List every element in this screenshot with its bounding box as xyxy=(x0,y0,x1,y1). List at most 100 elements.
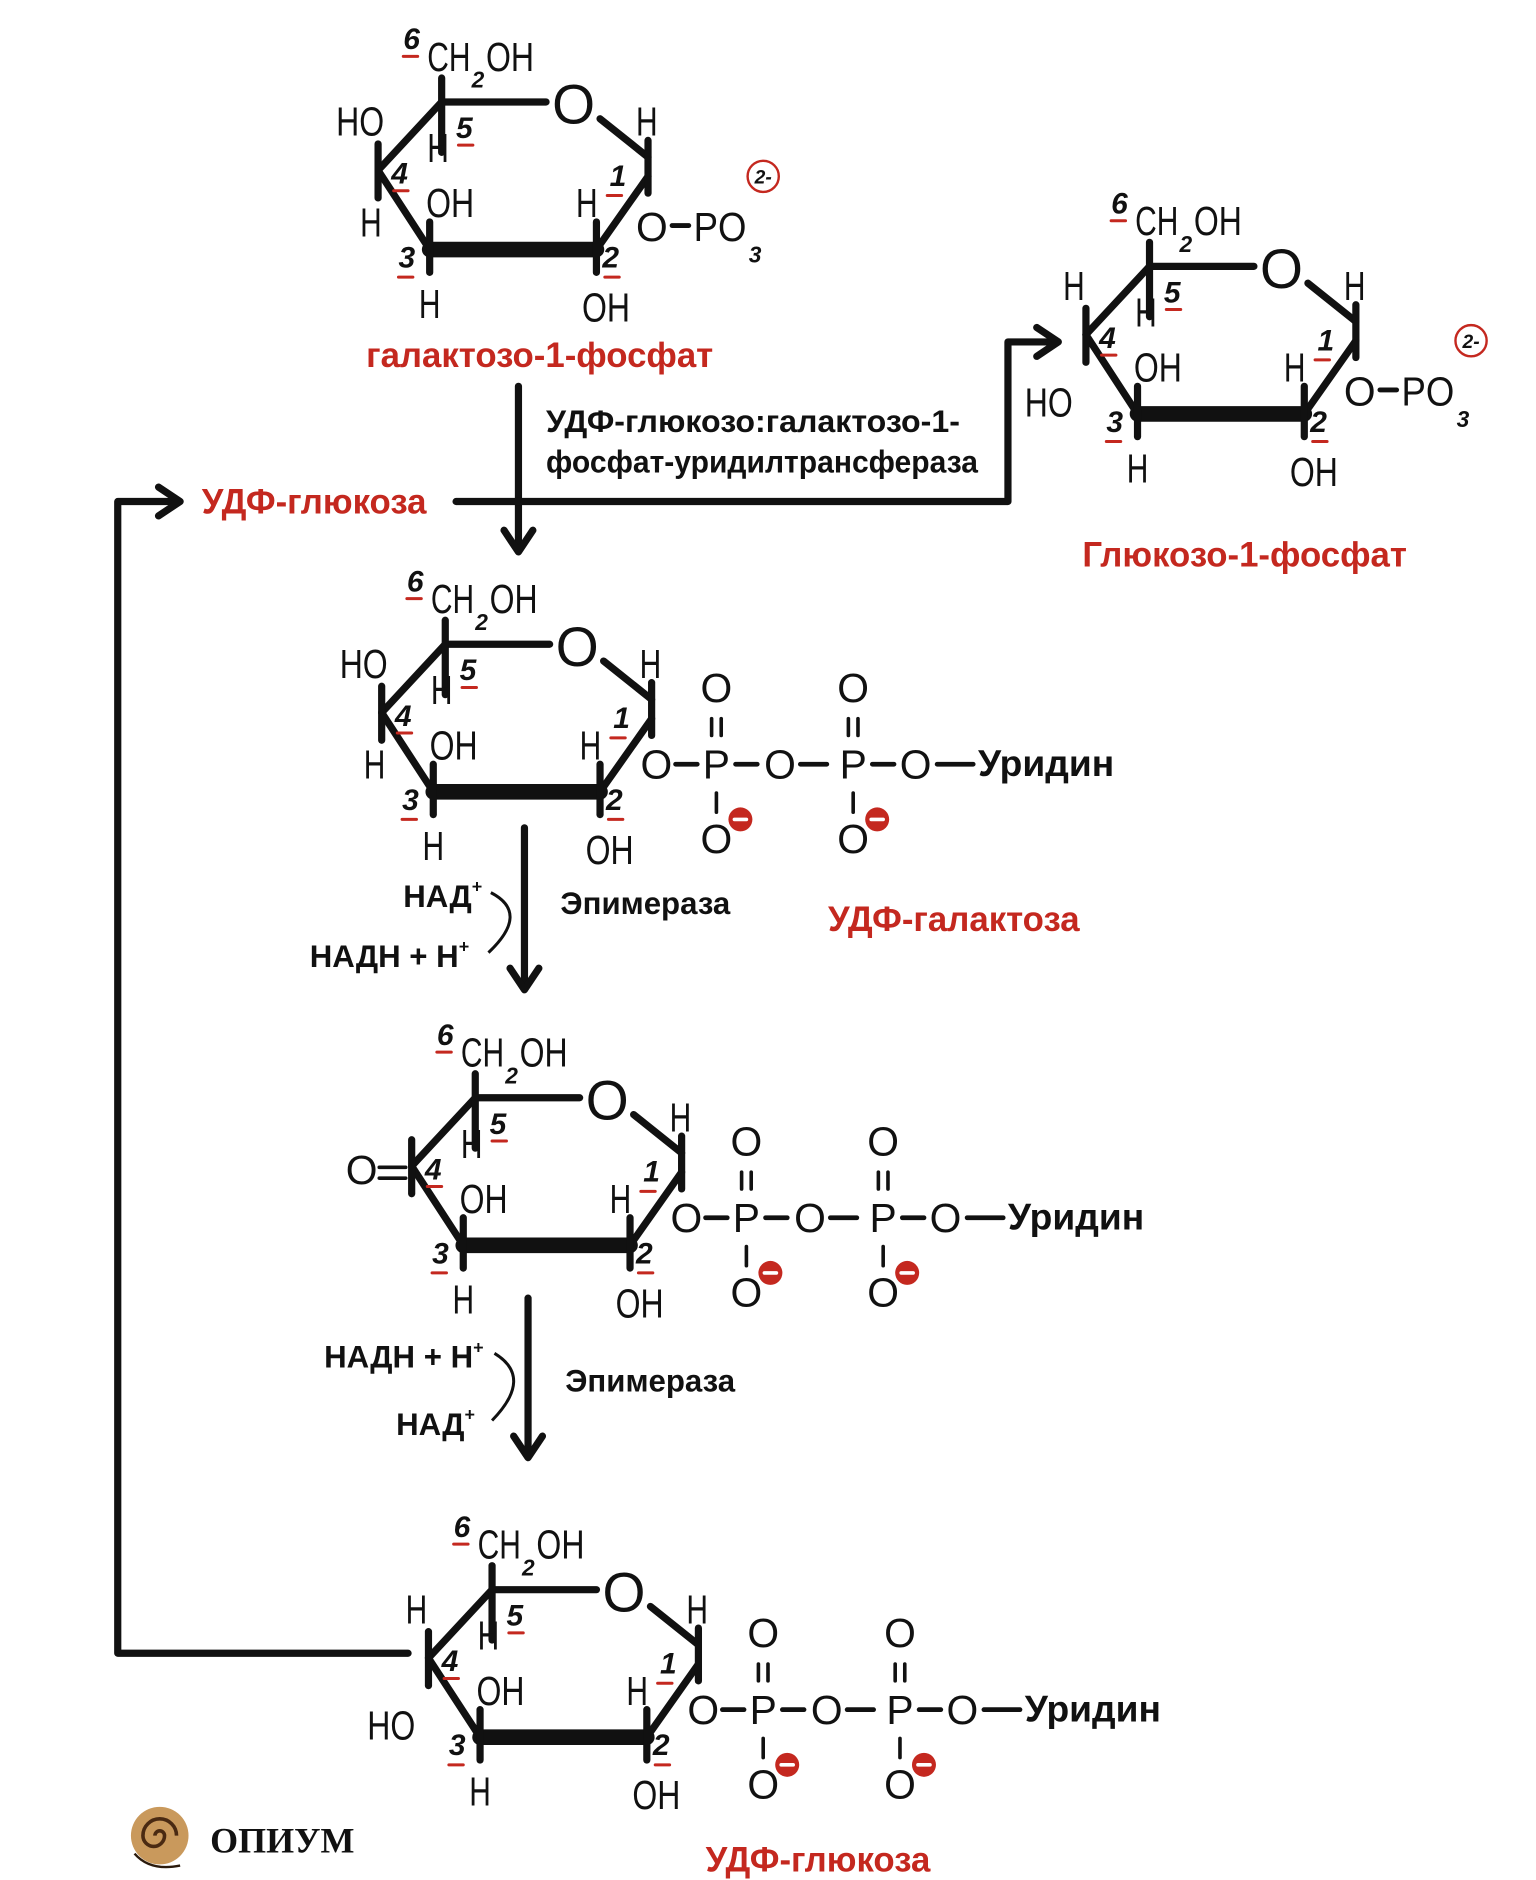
ring-oxygen: O xyxy=(1260,238,1303,300)
udp-oxygen-2: O xyxy=(794,1195,826,1241)
ring-oxygen: O xyxy=(552,74,595,136)
bond-c4-c5 xyxy=(424,1586,496,1662)
c2-hydrogen: H xyxy=(576,180,598,226)
carbon-number-5: 5 xyxy=(506,1600,524,1633)
cofactor-curved-arrow xyxy=(487,891,512,954)
carbon-number-4: 4 xyxy=(441,1645,459,1678)
carbon-number-4: 4 xyxy=(1098,322,1116,355)
udp-oxygen-1: O xyxy=(687,1687,719,1733)
c3-hydroxyl: OH xyxy=(476,1668,524,1714)
carbon-number-1: 1 xyxy=(1317,324,1334,357)
arrow-head-icon xyxy=(154,483,184,520)
bond-c4-c5 xyxy=(374,98,446,174)
carbon-number-6: 6 xyxy=(437,1019,454,1052)
phosphate-oxygen: O xyxy=(1344,369,1376,415)
carbon-number-3: 3 xyxy=(432,1237,449,1270)
udp-oxygen-3: O xyxy=(930,1195,962,1241)
c2-hydroxyl: OH xyxy=(616,1280,664,1326)
bond-c4-c5 xyxy=(378,640,449,717)
carbon-number-3: 3 xyxy=(1106,406,1123,439)
uridine-label: Уридин xyxy=(1008,1196,1144,1238)
opium-logo: ОПИУМ xyxy=(130,1806,354,1869)
carbon-number-3: 3 xyxy=(449,1729,466,1762)
c3-hydrogen: H xyxy=(1127,445,1149,491)
phosphoryl-oxygen-1: O xyxy=(701,665,733,711)
transferase-enzyme-line-2: фосфат-уридилтрансфераза xyxy=(546,445,979,480)
ch2oh-oh: OH xyxy=(536,1521,584,1567)
bond-c1-c2 xyxy=(1300,337,1360,418)
udp-glucose-input-label: УДФ-глюкоза xyxy=(202,483,427,521)
udp-oxygen-2: O xyxy=(811,1687,843,1733)
carbon-number-1: 1 xyxy=(660,1648,677,1681)
c1-hydrogen: H xyxy=(670,1094,692,1140)
carbon-number-5: 5 xyxy=(456,112,474,145)
charge-circle-icon xyxy=(746,159,780,194)
c4-up-substituent: HO xyxy=(336,99,384,145)
phosphoryl-oxygen-2: O xyxy=(884,1610,916,1656)
phosphate-oxygen-anion-1: O xyxy=(731,1270,763,1316)
c1-hydrogen: H xyxy=(686,1586,708,1632)
udp-oxygen-1: O xyxy=(671,1195,703,1241)
carbon-number-2: 2 xyxy=(635,1237,653,1270)
c5-hydrogen: H xyxy=(1135,289,1157,335)
phosphorus-2: P xyxy=(870,1195,897,1241)
bond-c1-c2 xyxy=(596,715,656,796)
glucose-1-phosphate-label: Глюкозо-1-фосфат xyxy=(1082,536,1407,574)
bond-o-c1 xyxy=(1304,279,1360,326)
c4-up-substituent: HO xyxy=(340,641,388,687)
c4-keto-oxygen: O xyxy=(346,1147,378,1193)
c3-hydrogen: H xyxy=(419,281,441,327)
c2-hydroxyl: OH xyxy=(586,827,634,873)
charge-circle-icon xyxy=(1454,323,1488,358)
carbon-number-4: 4 xyxy=(424,1153,442,1186)
bond-c3-c4 xyxy=(378,709,437,796)
c3-hydroxyl: OH xyxy=(430,722,478,768)
phosphate-oxygen-anion-1: O xyxy=(747,1761,779,1807)
ch2oh-subscript: 2 xyxy=(474,609,488,635)
carbon-number-5: 5 xyxy=(1164,276,1182,309)
phosphorus-2: P xyxy=(840,742,867,788)
phosphoryl-oxygen-1: O xyxy=(747,1610,779,1656)
logo-text: ОПИУМ xyxy=(210,1820,354,1860)
c2-hydroxyl: OH xyxy=(1290,449,1338,495)
c3-hydroxyl: OH xyxy=(1134,345,1182,391)
ch2oh-ch: CH xyxy=(478,1521,521,1567)
phosphate-subscript: 3 xyxy=(749,242,762,268)
ch2oh-subscript: 2 xyxy=(1179,231,1193,257)
logo-swirl-icon xyxy=(141,1817,179,1849)
bond-c1-c2 xyxy=(592,172,652,254)
c2-hydrogen: H xyxy=(626,1668,648,1714)
phosphate-charge: 2- xyxy=(754,168,772,189)
carbon-number-6: 6 xyxy=(407,565,424,598)
c3-hydroxyl: OH xyxy=(426,180,474,226)
c4-down-substituent: H xyxy=(364,742,386,788)
arrow-head-icon xyxy=(510,1432,547,1462)
phosphate-oxygen: O xyxy=(636,204,668,250)
udp-oxygen-3: O xyxy=(900,742,932,788)
phosphate-oxygen-anion-2: O xyxy=(884,1761,916,1807)
carbon-number-6: 6 xyxy=(1111,188,1128,221)
carbon-number-2: 2 xyxy=(1309,406,1327,439)
cofactor-in: НАД+ xyxy=(403,877,482,914)
galactose-1-phosphate-label: галактозо-1-фосфат xyxy=(366,337,713,375)
udp-oxygen-1: O xyxy=(641,742,673,788)
udp-oxygen-3: O xyxy=(946,1687,978,1733)
c3-hydrogen: H xyxy=(422,823,444,869)
carbon-number-4: 4 xyxy=(390,158,408,191)
ch2oh-oh: OH xyxy=(490,576,538,622)
c5-hydrogen: H xyxy=(427,125,449,171)
phosphoryl-oxygen-2: O xyxy=(867,1118,899,1164)
carbon-number-2: 2 xyxy=(605,784,623,817)
c3-hydroxyl: OH xyxy=(460,1176,508,1222)
carbon-number-6: 6 xyxy=(454,1511,471,1544)
transferase-enzyme-line-1: УДФ-глюкозо:галактозо-1- xyxy=(546,404,960,439)
c2-hydrogen: H xyxy=(610,1176,632,1222)
carbon-number-2: 2 xyxy=(601,242,619,275)
arrow-head-icon xyxy=(500,526,537,556)
cofactor-curved-arrow xyxy=(490,1352,516,1422)
phosphate-po: PO xyxy=(694,204,747,250)
phosphorus-1: P xyxy=(733,1195,760,1241)
